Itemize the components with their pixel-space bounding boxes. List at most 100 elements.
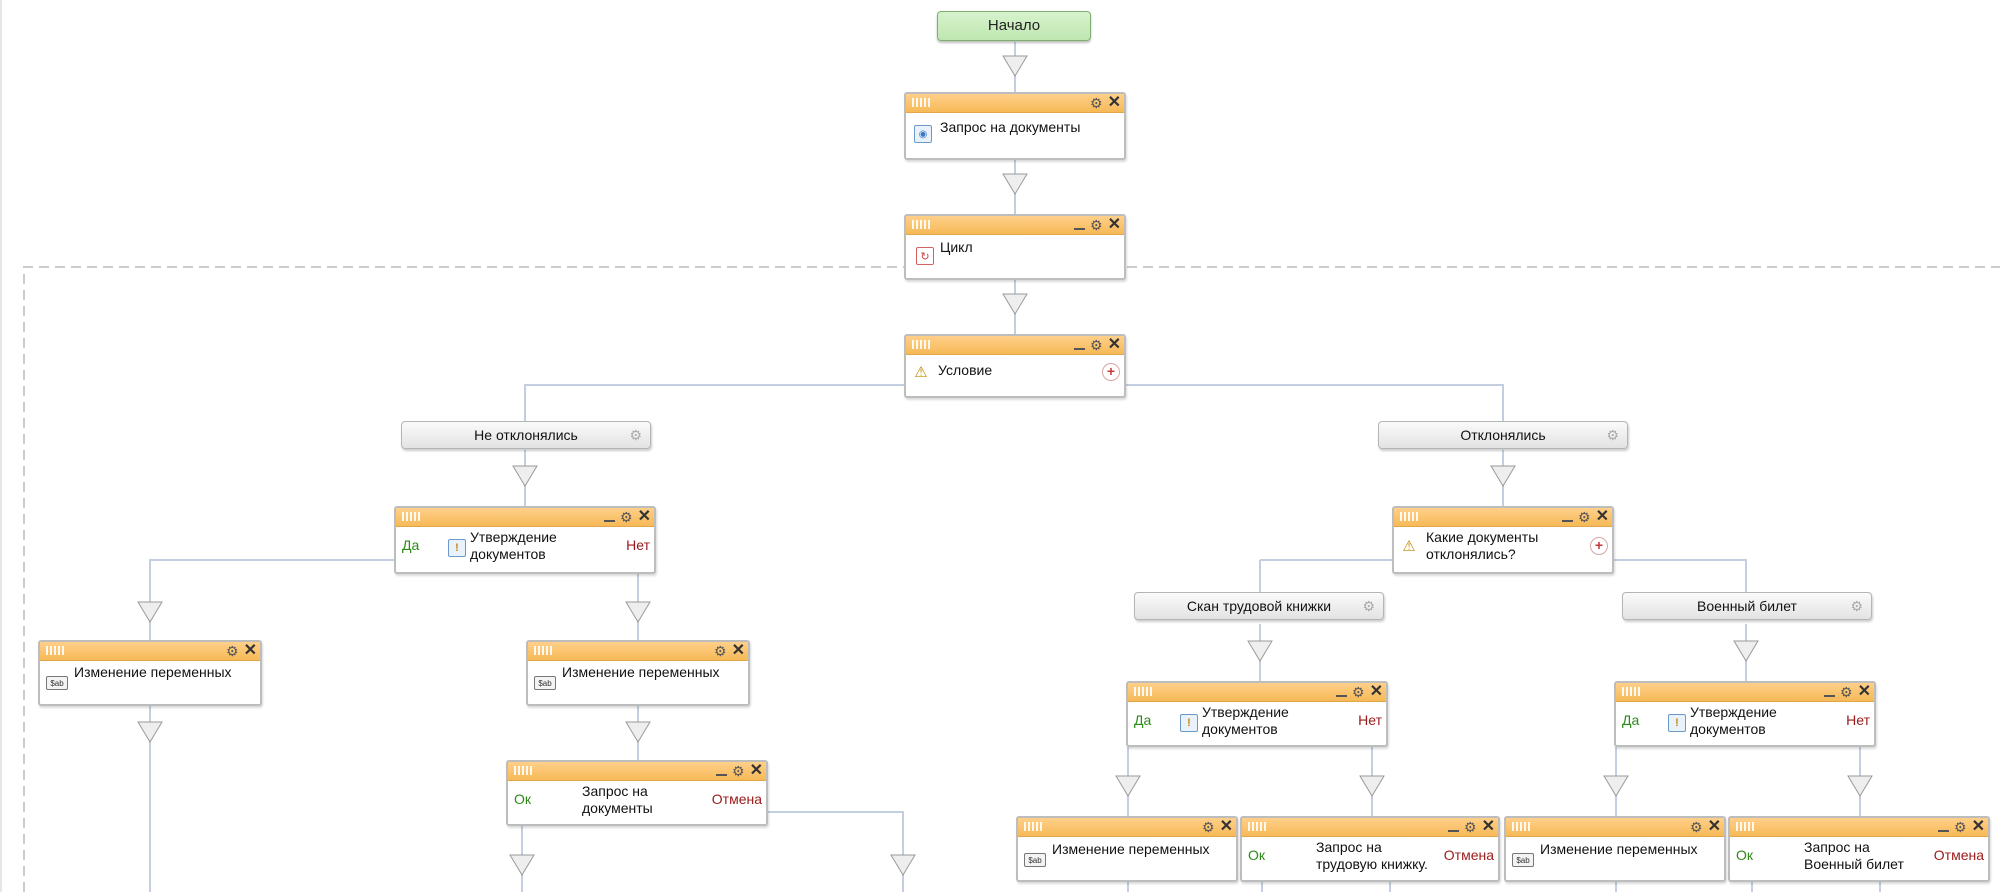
close-icon[interactable]: ✕ <box>1857 683 1871 700</box>
branch-military-id[interactable]: Военный билет ⚙ <box>1622 592 1872 620</box>
close-icon[interactable]: ✕ <box>749 762 763 779</box>
gear-icon[interactable]: ⚙ <box>714 643 727 659</box>
branch-scan-work-book[interactable]: Скан трудовой книжки ⚙ <box>1134 592 1384 620</box>
drag-handle-icon[interactable] <box>1622 687 1640 696</box>
output-ok[interactable]: Ок <box>1248 847 1266 863</box>
block-header[interactable]: _ ⚙ ✕ <box>1616 683 1874 702</box>
output-yes[interactable]: Да <box>1622 712 1640 728</box>
block-request-documents-2[interactable]: _ ⚙ ✕ Ок Запрос на документы Отмена <box>506 760 768 826</box>
output-no[interactable]: Нет <box>1846 712 1870 728</box>
minimize-icon[interactable]: _ <box>604 520 616 522</box>
gear-icon[interactable]: ⚙ <box>1464 819 1477 835</box>
block-header[interactable]: ⚙ ✕ <box>1506 818 1724 837</box>
close-icon[interactable]: ✕ <box>1107 216 1121 233</box>
block-header[interactable]: _ ⚙ ✕ <box>396 508 654 527</box>
minimize-icon[interactable]: _ <box>1074 228 1086 230</box>
minimize-icon[interactable]: _ <box>1824 695 1836 697</box>
block-header[interactable]: ⚙ ✕ <box>528 642 748 661</box>
close-icon[interactable]: ✕ <box>1481 818 1495 835</box>
output-yes[interactable]: Да <box>402 537 420 553</box>
drag-handle-icon[interactable] <box>1134 687 1152 696</box>
output-cancel[interactable]: Отмена <box>1443 847 1494 863</box>
drag-handle-icon[interactable] <box>514 766 532 775</box>
gear-icon[interactable]: ⚙ <box>1954 819 1967 835</box>
drag-handle-icon[interactable] <box>1400 512 1418 521</box>
drag-handle-icon[interactable] <box>912 340 930 349</box>
block-condition[interactable]: _ ⚙ ✕ ⚠ Условие + <box>904 334 1126 398</box>
block-header[interactable]: ⚙ ✕ <box>40 642 260 661</box>
gear-icon[interactable]: ⚙ <box>620 509 633 525</box>
minimize-icon[interactable]: _ <box>1562 520 1574 522</box>
close-icon[interactable]: ✕ <box>1369 683 1383 700</box>
minimize-icon[interactable]: _ <box>1336 695 1348 697</box>
drag-handle-icon[interactable] <box>1512 822 1530 831</box>
output-ok[interactable]: Ок <box>514 791 532 807</box>
block-header[interactable]: _ ⚙ ✕ <box>1730 818 1988 837</box>
gear-icon[interactable]: ⚙ <box>1090 217 1103 233</box>
block-change-variables[interactable]: ⚙ ✕ $ab Изменение переменных <box>1016 816 1238 882</box>
drag-handle-icon[interactable] <box>1248 822 1266 831</box>
close-icon[interactable]: ✕ <box>1107 336 1121 353</box>
output-yes[interactable]: Да <box>1134 712 1152 728</box>
gear-icon[interactable]: ⚙ <box>1850 598 1863 614</box>
block-header[interactable]: ⚙ ✕ <box>1018 818 1236 837</box>
gear-icon[interactable]: ⚙ <box>629 427 642 443</box>
block-header[interactable]: _ ⚙ ✕ <box>508 762 766 781</box>
block-change-variables[interactable]: ⚙ ✕ $ab Изменение переменных <box>526 640 750 706</box>
drag-handle-icon[interactable] <box>1736 822 1754 831</box>
drag-handle-icon[interactable] <box>46 646 64 655</box>
output-cancel[interactable]: Отмена <box>711 791 762 807</box>
gear-icon[interactable]: ⚙ <box>732 763 745 779</box>
gear-icon[interactable]: ⚙ <box>1578 509 1591 525</box>
drag-handle-icon[interactable] <box>1024 822 1042 831</box>
block-which-rejected[interactable]: _ ⚙ ✕ ⚠ Какие документы отклонялись? + <box>1392 506 1614 574</box>
block-request-military-id[interactable]: _ ⚙ ✕ Ок Запрос на Военный билет Отмена <box>1728 816 1990 882</box>
block-header[interactable]: ⚙ ✕ <box>906 94 1124 113</box>
drag-handle-icon[interactable] <box>912 98 930 107</box>
block-change-variables[interactable]: ⚙ ✕ $ab Изменение переменных <box>38 640 262 706</box>
minimize-icon[interactable]: _ <box>1938 830 1950 832</box>
close-icon[interactable]: ✕ <box>243 642 257 659</box>
drag-handle-icon[interactable] <box>402 512 420 521</box>
block-approve-documents[interactable]: _ ⚙ ✕ Да ! Утверждение документов Нет <box>394 506 656 574</box>
block-header[interactable]: _ ⚙ ✕ <box>906 216 1124 235</box>
minimize-icon[interactable]: _ <box>716 774 728 776</box>
gear-icon[interactable]: ⚙ <box>1362 598 1375 614</box>
gear-icon[interactable]: ⚙ <box>1352 684 1365 700</box>
gear-icon[interactable]: ⚙ <box>226 643 239 659</box>
drag-handle-icon[interactable] <box>912 220 930 229</box>
block-header[interactable]: _ ⚙ ✕ <box>1128 683 1386 702</box>
close-icon[interactable]: ✕ <box>637 508 651 525</box>
gear-icon[interactable]: ⚙ <box>1606 427 1619 443</box>
add-branch-button[interactable]: + <box>1102 363 1120 381</box>
close-icon[interactable]: ✕ <box>1707 818 1721 835</box>
block-change-variables[interactable]: ⚙ ✕ $ab Изменение переменных <box>1504 816 1726 882</box>
add-branch-button[interactable]: + <box>1590 537 1608 555</box>
gear-icon[interactable]: ⚙ <box>1202 819 1215 835</box>
close-icon[interactable]: ✕ <box>731 642 745 659</box>
output-no[interactable]: Нет <box>1358 712 1382 728</box>
gear-icon[interactable]: ⚙ <box>1090 95 1103 111</box>
branch-not-rejected[interactable]: Не отклонялись ⚙ <box>401 421 651 449</box>
block-request-documents[interactable]: ⚙ ✕ ◉ Запрос на документы <box>904 92 1126 160</box>
block-request-work-book[interactable]: _ ⚙ ✕ Ок Запрос на трудовую книжку. Отме… <box>1240 816 1500 882</box>
close-icon[interactable]: ✕ <box>1107 94 1121 111</box>
minimize-icon[interactable]: _ <box>1448 830 1460 832</box>
block-header[interactable]: _ ⚙ ✕ <box>906 336 1124 355</box>
block-approve-documents[interactable]: _ ⚙ ✕ Да ! Утверждение документов Нет <box>1126 681 1388 747</box>
minimize-icon[interactable]: _ <box>1074 348 1086 350</box>
close-icon[interactable]: ✕ <box>1219 818 1233 835</box>
block-header[interactable]: _ ⚙ ✕ <box>1394 508 1612 527</box>
output-ok[interactable]: Ок <box>1736 847 1754 863</box>
gear-icon[interactable]: ⚙ <box>1840 684 1853 700</box>
block-header[interactable]: _ ⚙ ✕ <box>1242 818 1498 837</box>
close-icon[interactable]: ✕ <box>1971 818 1985 835</box>
block-cycle[interactable]: _ ⚙ ✕ ↻ Цикл <box>904 214 1126 280</box>
close-icon[interactable]: ✕ <box>1595 508 1609 525</box>
block-approve-documents[interactable]: _ ⚙ ✕ Да ! Утверждение документов Нет <box>1614 681 1876 747</box>
gear-icon[interactable]: ⚙ <box>1090 337 1103 353</box>
branch-rejected[interactable]: Отклонялись ⚙ <box>1378 421 1628 449</box>
drag-handle-icon[interactable] <box>534 646 552 655</box>
gear-icon[interactable]: ⚙ <box>1690 819 1703 835</box>
